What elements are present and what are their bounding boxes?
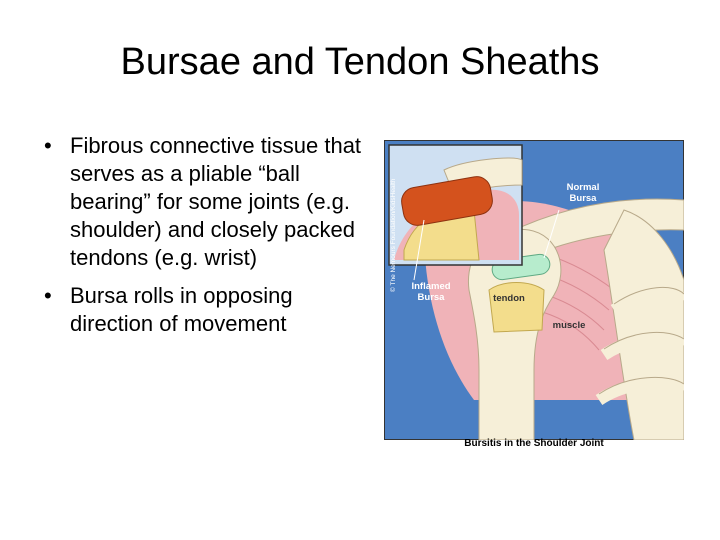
shoulder-illustration <box>384 140 684 440</box>
inflamed-bursa-label: Inflamed Bursa <box>411 281 451 303</box>
bullet-text: Bursa rolls in opposing direction of mov… <box>70 283 293 336</box>
bullet-list: • Fibrous connective tissue that serves … <box>44 132 364 348</box>
tendon-label: tendon <box>493 293 525 304</box>
bullet-glyph: • <box>44 133 52 158</box>
bullet-glyph: • <box>44 283 52 308</box>
copyright-credit: © The Nemours Foundation/KidsHealth <box>390 178 397 292</box>
muscle-label: muscle <box>552 320 586 331</box>
shoulder-bursitis-figure: Normal Bursa Inflamed Bursa tendon muscl… <box>384 140 684 458</box>
bullet-item: • Bursa rolls in opposing direction of m… <box>44 282 364 338</box>
figure-caption: Bursitis in the Shoulder Joint <box>464 438 604 449</box>
normal-bursa-label: Normal Bursa <box>566 182 600 204</box>
bullet-item: • Fibrous connective tissue that serves … <box>44 132 364 272</box>
slide-title: Bursae and Tendon Sheaths <box>120 41 600 83</box>
bullet-text: Fibrous connective tissue that serves as… <box>70 133 362 270</box>
